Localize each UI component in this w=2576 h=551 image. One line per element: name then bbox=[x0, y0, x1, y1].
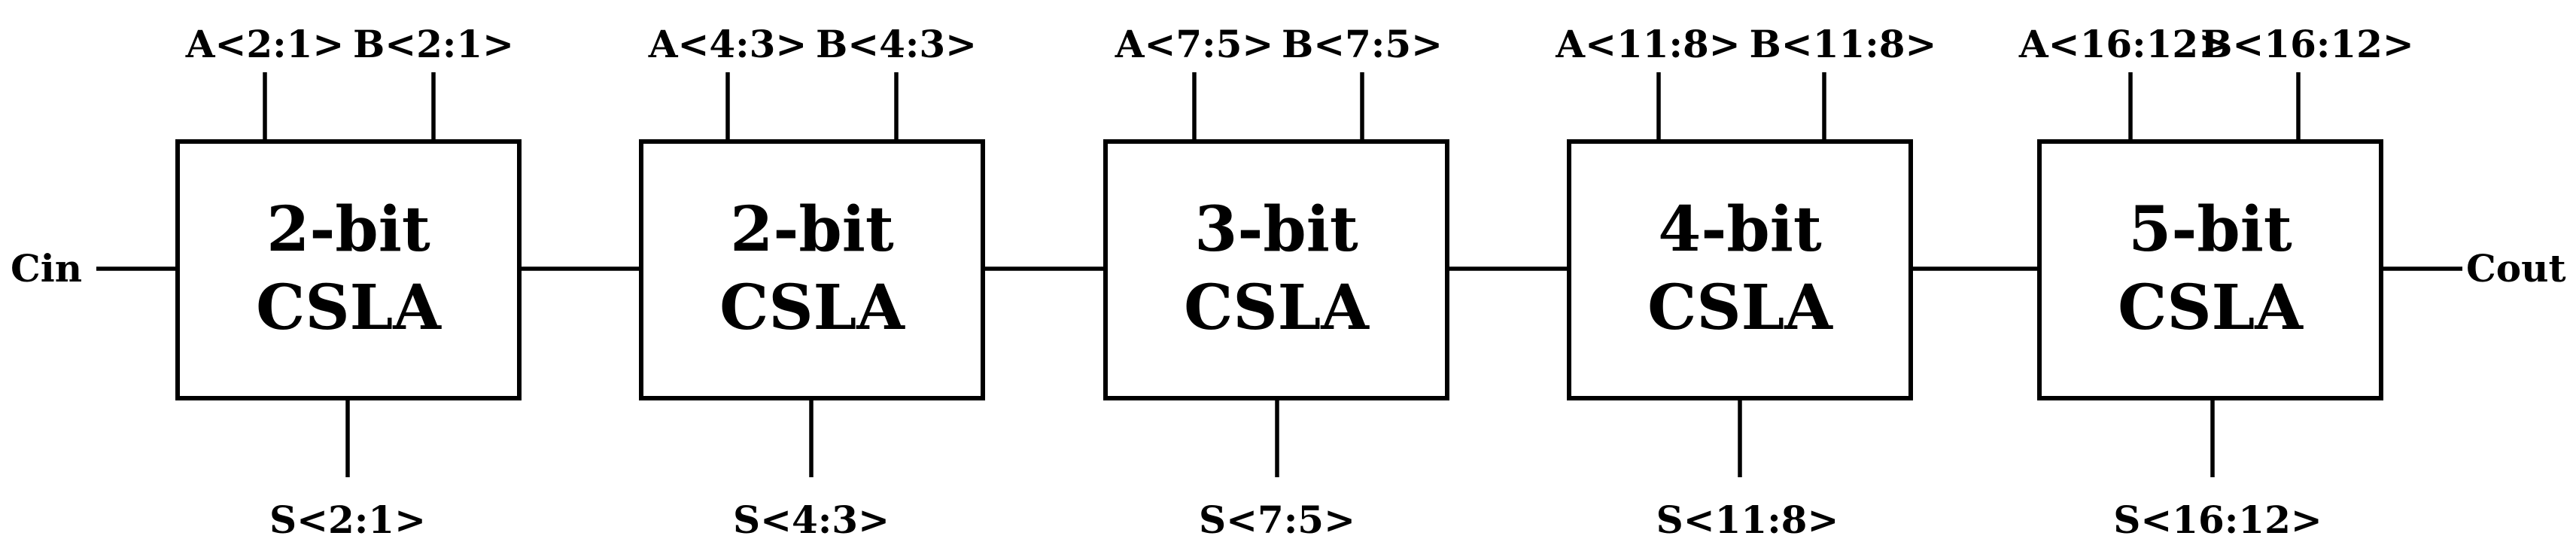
csla-block-box bbox=[1103, 139, 1449, 400]
csla-block-5: 5-bit CSLA A<16:12> B<16:12> S<16:12> bbox=[2018, 22, 2414, 542]
block-width-label: 3-bit bbox=[1194, 193, 1358, 266]
block-type-label: CSLA bbox=[719, 272, 905, 344]
csla-block-3: 3-bit CSLA A<7:5> B<7:5> S<7:5> bbox=[1103, 22, 1449, 542]
block-type-label: CSLA bbox=[256, 272, 442, 344]
block-type-label: CSLA bbox=[1647, 272, 1833, 344]
input-b-label: B<2:1> bbox=[353, 22, 514, 66]
carry-in-label: Cin bbox=[11, 246, 82, 291]
csla-block-box bbox=[2037, 139, 2383, 400]
input-a-label: A<2:1> bbox=[185, 22, 345, 66]
input-a-label: A<16:12> bbox=[2018, 22, 2230, 66]
block-type-label: CSLA bbox=[1184, 272, 1370, 344]
csla-block-4: 4-bit CSLA A<11:8> B<11:8> S<11:8> bbox=[1555, 22, 1936, 542]
input-a-label: A<7:5> bbox=[1115, 22, 1274, 66]
csla-block-box bbox=[1567, 139, 1913, 400]
csla-block-2: 2-bit CSLA A<4:3> B<4:3> S<4:3> bbox=[639, 22, 985, 542]
input-b-label: B<7:5> bbox=[1282, 22, 1443, 66]
csla-block-box bbox=[639, 139, 985, 400]
block-width-label: 5-bit bbox=[2128, 193, 2292, 266]
input-a-label: A<11:8> bbox=[1555, 22, 1740, 66]
sum-output-label: S<2:1> bbox=[269, 498, 426, 542]
block-width-label: 2-bit bbox=[266, 193, 430, 266]
input-b-label: B<4:3> bbox=[816, 22, 977, 66]
sum-output-label: S<4:3> bbox=[733, 498, 890, 542]
input-a-label: A<4:3> bbox=[648, 22, 807, 66]
input-b-label: B<11:8> bbox=[1750, 22, 1937, 66]
input-b-label: B<16:12> bbox=[2200, 22, 2414, 66]
block-width-label: 2-bit bbox=[730, 193, 894, 266]
sum-output-label: S<16:12> bbox=[2113, 498, 2322, 542]
sum-output-label: S<11:8> bbox=[1656, 498, 1839, 542]
carry-out-label: Cout bbox=[2466, 246, 2566, 291]
block-width-label: 4-bit bbox=[1658, 193, 1822, 266]
csla-block-1: 2-bit CSLA A<2:1> B<2:1> S<2:1> bbox=[175, 22, 522, 542]
csla-block-box bbox=[175, 139, 522, 400]
block-type-label: CSLA bbox=[2118, 272, 2304, 344]
sum-output-label: S<7:5> bbox=[1199, 498, 1355, 542]
